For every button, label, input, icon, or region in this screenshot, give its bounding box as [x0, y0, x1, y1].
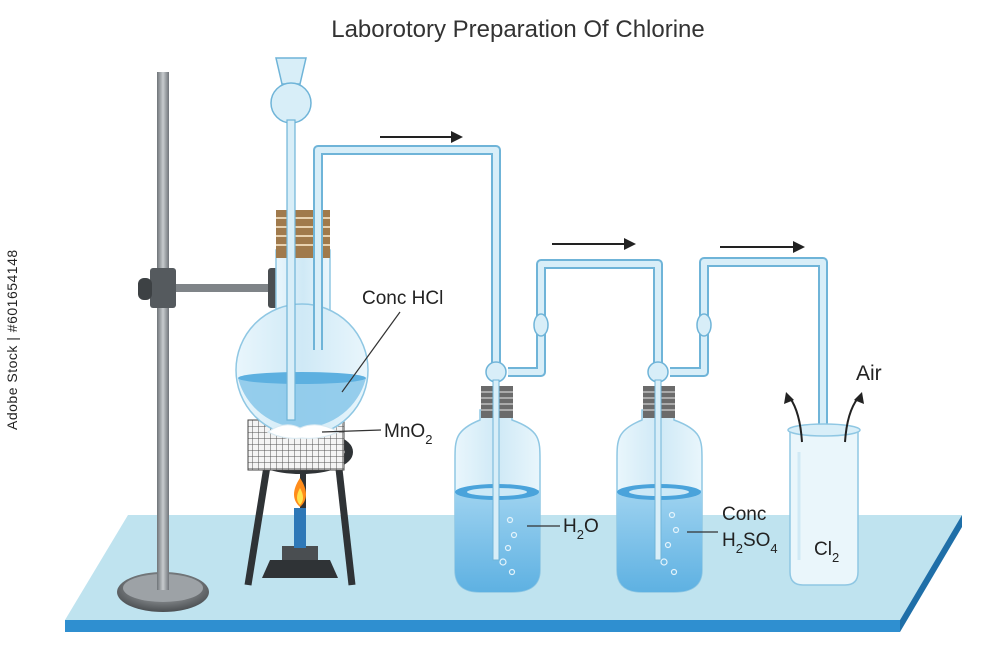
- label-conc-hcl: Conc HCl: [362, 288, 443, 309]
- label-cl2: Cl2: [814, 539, 839, 565]
- stand-clamp-screw: [138, 278, 152, 300]
- label-leaders: [321, 311, 718, 533]
- table-side-edge: [900, 515, 962, 632]
- burner-tube: [294, 508, 306, 548]
- table-front-edge: [65, 620, 900, 632]
- gas-jar: [784, 392, 864, 586]
- burner-base: [262, 560, 338, 578]
- stand-clamp-boss: [150, 268, 176, 308]
- water-wash-bottle: [454, 379, 541, 593]
- page-title: Laborotory Preparation Of Chlorine: [331, 16, 705, 43]
- sulfuric-acid-bottle: [616, 379, 703, 593]
- round-bottom-flask: [235, 210, 369, 439]
- stand-rod: [157, 72, 169, 590]
- stand-clamp-arm: [176, 284, 276, 292]
- stock-watermark: Adobe Stock | #601654148: [4, 249, 20, 430]
- label-mno2: MnO2: [384, 421, 432, 447]
- label-air: Air: [856, 362, 882, 385]
- hcl-liquid: [238, 378, 366, 428]
- label-conc: Conc: [722, 504, 766, 525]
- bunsen-burner: [262, 478, 338, 578]
- thistle-funnel: [270, 57, 312, 421]
- flow-arrows: [380, 131, 805, 253]
- delivery-tubes: [313, 145, 828, 530]
- label-water: H2O: [563, 516, 599, 542]
- label-h2so4: H2SO4: [722, 530, 778, 556]
